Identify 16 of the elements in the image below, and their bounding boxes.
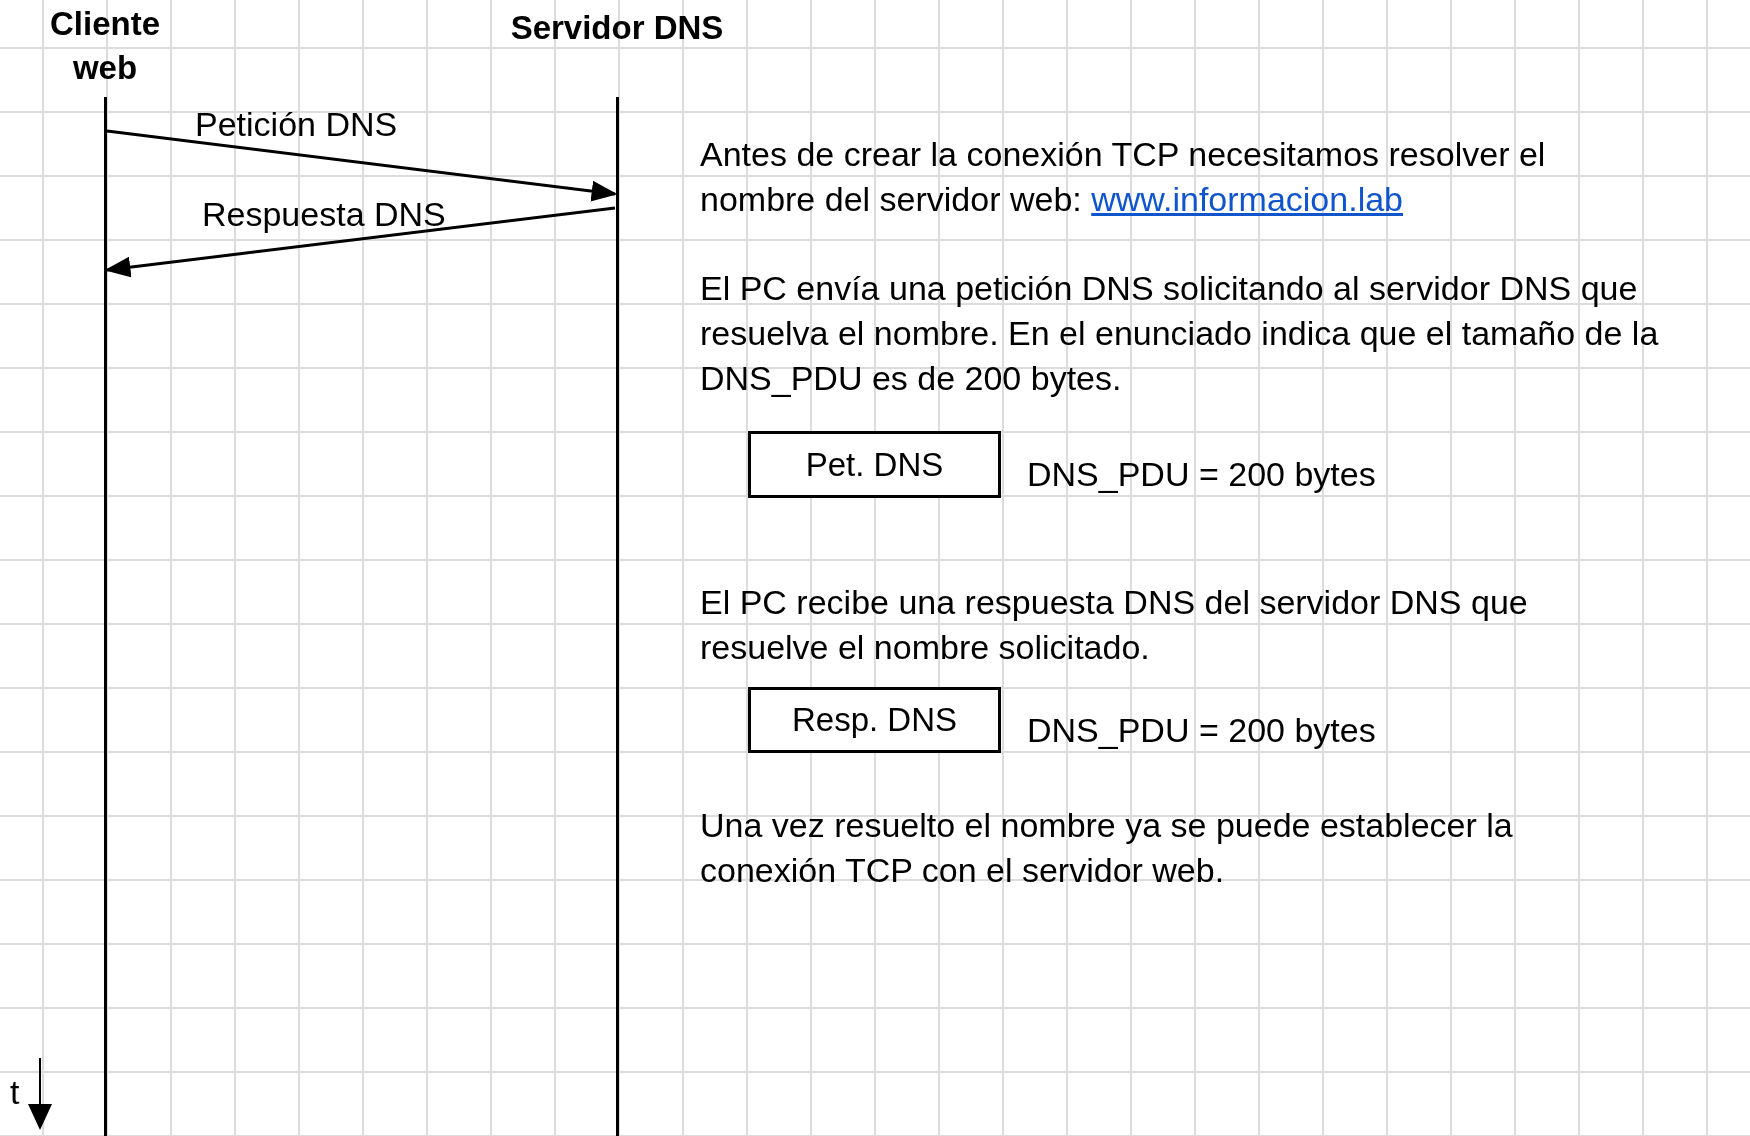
note-text: El PC envía una petición DNS solicitando al servidor DNS que resuelva el nombre. En el enunciado indica que el tamaño de la DNS_PDU es de 200 bytes. (700, 269, 1659, 397)
link: www.informacion.lab (1091, 180, 1403, 218)
time-label: t (10, 1073, 20, 1111)
lifeline-header: Cliente web (49, 4, 161, 88)
lifeline-header: Servidor DNS (509, 8, 725, 48)
note-text: El PC recibe una respuesta DNS del servidor DNS que resuelve el nombre solicitado. (700, 583, 1528, 666)
size-note: DNS_PDU = 200 bytes (1027, 454, 1376, 495)
edge-label: Petición DNS (195, 104, 398, 145)
size-note: DNS_PDU = 200 bytes (1027, 710, 1376, 751)
edge-label: Respuesta DNS (202, 194, 446, 235)
message-arrow (106, 129, 618, 202)
message-arrow (104, 206, 616, 278)
note-text: Una vez resuelto el nombre ya se puede establecer la conexión TCP con el servidor web. (700, 806, 1513, 889)
note-text: Antes de crear la conexión TCP necesitamos resolver el nombre del servidor web: www.informacion.lab (700, 135, 1546, 218)
message-box: Resp. DNS (748, 687, 1001, 753)
message-box: Pet. DNS (748, 431, 1001, 498)
